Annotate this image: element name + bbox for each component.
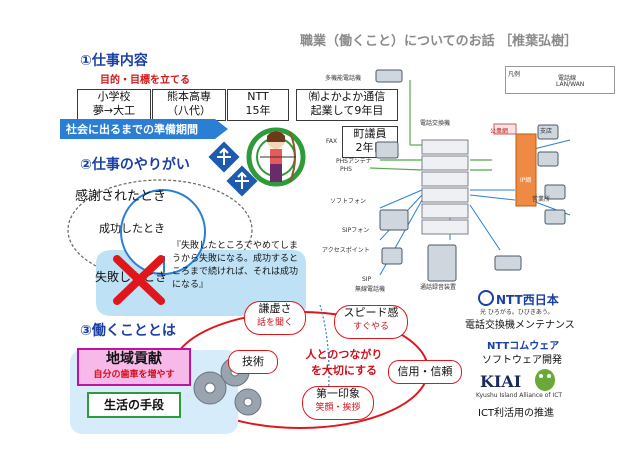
ntt-circle-icon (478, 290, 494, 306)
school2-box: 熊本高専 （八代） (152, 89, 226, 121)
branch-label: 支店 (540, 128, 553, 135)
ntt-box: NTT 15年 (227, 89, 289, 121)
phs-label: PHS (340, 166, 352, 173)
daiichi-bubble: 第一印象 笑顔・挨拶 (302, 386, 374, 420)
success-label: 成功したとき (99, 222, 165, 235)
comware-role: ソフトウェア開発 (482, 355, 562, 366)
gijutsu-bubble: 技術 (228, 350, 278, 374)
road-sign-icon (207, 140, 241, 174)
center-text: 人とのつながり を大切にする (296, 346, 392, 378)
cross-icon (113, 255, 165, 305)
public-label: 公衆網 (490, 128, 509, 135)
kiai-mascot-icon (535, 369, 555, 391)
prep-banner-text: 社会に出るまでの準備期間 (66, 123, 198, 136)
ntt-role: 電話交換機メンテナンス (465, 320, 575, 331)
ntt-logo: NTT西日本 (478, 290, 559, 308)
yoka-box: ㈲よかよか通信 起業して9年目 (296, 89, 398, 121)
ntt-logo-text: NTT西日本 (496, 293, 559, 307)
school1-dream: 夢→大工 (92, 104, 136, 117)
softphone-label: ソフトフォン (330, 198, 367, 205)
daiichi-sub: 笑顔・挨拶 (315, 403, 361, 413)
network-diagram (369, 69, 571, 282)
sip-wireless-label-a: SIP (362, 276, 372, 283)
center-line1: 人とのつながり (305, 348, 383, 361)
thanked-label: 感謝されたとき (75, 189, 167, 204)
kenkyo-bubble: 謙虚さ 話を聞く (244, 301, 306, 335)
kenkyo-label: 謙虚さ (258, 302, 292, 315)
section2-heading: ②仕事のやりがい (80, 157, 190, 173)
multi-label: 多機能電話機 (325, 75, 362, 82)
chiiki-label: 地域貢献 (106, 351, 162, 367)
speed-label: スピード感 (343, 306, 399, 319)
ap-label: アクセスポイント (322, 247, 370, 254)
chiiki-box: 地域貢献 自分の歯車を増やす (77, 348, 191, 386)
quote-text: 『失敗したところでやめてしまうから失敗になる。成功するところまで続ければ、それは… (172, 241, 299, 290)
kenkyo-sub: 話を聞く (256, 318, 293, 328)
speed-sub: すぐやる (352, 322, 389, 332)
prep-banner-arrow (60, 119, 228, 139)
school2-label: 熊本高専 (167, 90, 211, 103)
speed-bubble: スピード感 すぐやる (334, 305, 408, 339)
kiai-tagline: Kyushu Island Alliance of ICT (476, 392, 563, 399)
seikatsu-box: 生活の手段 (87, 392, 181, 418)
ntt-tagline: 光 ひろがる。ひびきあう。 (480, 309, 554, 316)
school2-place: （八代） (167, 104, 211, 117)
server-label: 通話録音装置 (420, 284, 457, 291)
fax-label: FAX (326, 138, 338, 145)
legend-phone: 電話線 (558, 75, 577, 82)
section1-heading: ①仕事内容 (80, 53, 148, 69)
kiai-logo: KIAI (480, 372, 522, 391)
road-sign-icon (225, 164, 259, 198)
center-line2: を大切にする (310, 364, 378, 377)
sip-label: SIPフォン (342, 227, 370, 234)
page-title: 職業（働くこと）についてのお話 ［椎葉弘樹］ (300, 34, 578, 49)
daiichi-label: 第一印象 (316, 387, 360, 400)
chiiki-sub: 自分の歯車を増やす (93, 370, 175, 380)
office-label: 営業所 (532, 196, 551, 203)
yoka-years: 起業して9年目 (310, 104, 384, 117)
goal-label: 目的・目標を立てる (100, 75, 190, 86)
legend-title: 凡例 (508, 71, 521, 78)
yoka-label: ㈲よかよか通信 (308, 90, 386, 103)
comware-logo: NTTコムウェア (487, 341, 560, 352)
legend-lan: LAN/WAN (556, 81, 585, 88)
ntt-label: NTT (247, 90, 269, 103)
school1-label: 小学校 (97, 90, 131, 103)
shinyo-bubble: 信用・信頼 (388, 360, 462, 384)
ntt-years: 15年 (245, 104, 271, 117)
seikatsu-label: 生活の手段 (103, 398, 164, 412)
sip-wireless-label-b: 無線電話機 (355, 286, 386, 293)
archer-illustration (246, 127, 306, 187)
kiai-role: ICT利活用の推進 (478, 408, 555, 419)
exchange-label: 電話交換機 (420, 120, 451, 127)
section3-heading: ③働くこととは (80, 323, 176, 339)
school1-box: 小学校 夢→大工 (77, 89, 151, 121)
legend-box: 凡例 電話線 LAN/WAN (505, 66, 615, 94)
ip-label: IP網 (520, 177, 532, 184)
giin-label: 町議員 (353, 127, 387, 140)
phs-ant-label: PHSアンテナ (336, 158, 372, 165)
